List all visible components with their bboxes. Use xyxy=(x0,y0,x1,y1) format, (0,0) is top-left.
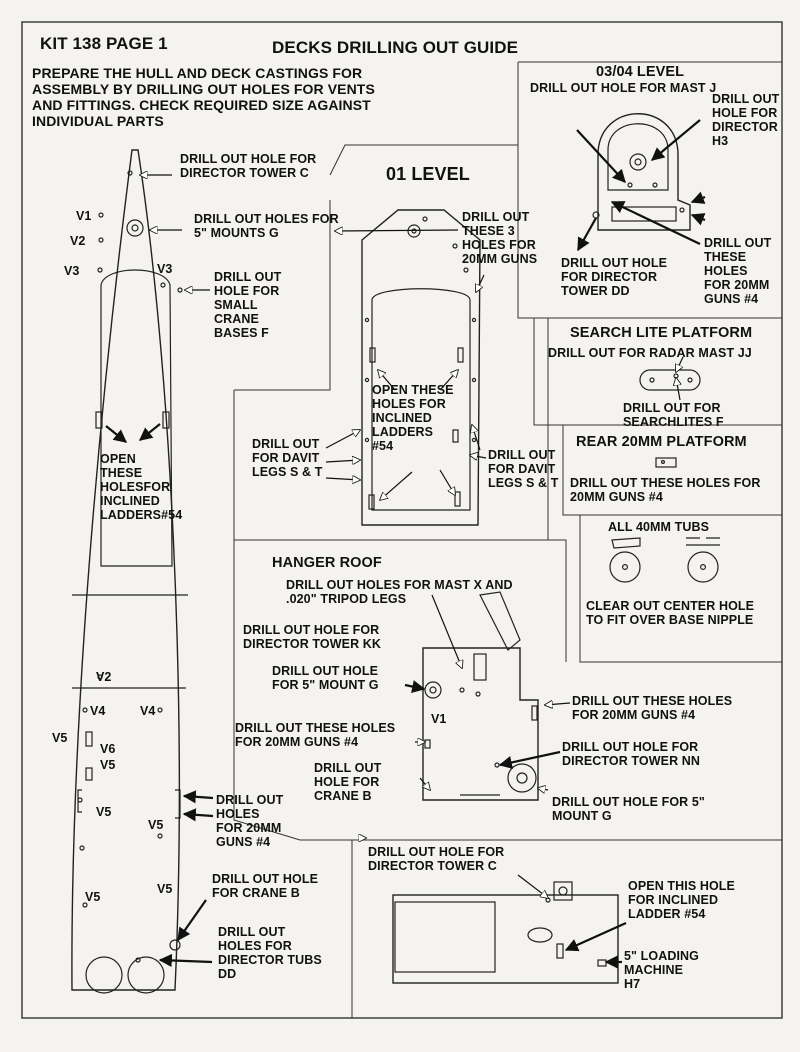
hanger-20mm-right-note: DRILL OUT THESE HOLES FOR 20MM GUNS #4 xyxy=(572,694,733,722)
leader-arrows xyxy=(105,119,706,969)
vent-label-v5c: V5 xyxy=(96,805,112,819)
hanger-crane-b-note: DRILL OUT HOLE FOR CRANE B xyxy=(314,761,382,803)
tubs-40mm-title: ALL 40MM TUBS xyxy=(608,520,710,534)
rear-20mm-note: DRILL OUT THESE HOLES FOR 20MM GUNS #4 xyxy=(570,476,761,504)
search-lite-platform xyxy=(639,369,701,391)
hanger-mast-x-note: DRILL OUT HOLES FOR MAST X AND .020" TRI… xyxy=(286,578,513,606)
kit-page-label: KIT 138 PAGE 1 xyxy=(40,34,168,53)
vent-label-v5b: V5 xyxy=(100,758,116,772)
main-ladder-note: OPEN THESE HOLESFOR INCLINED LADDERS#54 xyxy=(100,452,183,522)
level-01-davit-right: DRILL OUT FOR DAVIT LEGS S & T xyxy=(488,448,559,490)
main-mounts-g-note: DRILL OUT HOLES FOR 5" MOUNTS G xyxy=(194,212,339,240)
main-crane-bases-note: DRILL OUT HOLE FOR SMALL CRANE BASES F xyxy=(214,270,282,340)
vent-label-v6: V6 xyxy=(100,742,116,756)
intro-text: PREPARE THE HULL AND DECK CASTINGS FOR A… xyxy=(32,65,375,129)
rear-20mm-title: REAR 20MM PLATFORM xyxy=(576,434,747,450)
vent-label-v5d: V5 xyxy=(148,818,164,832)
level-0304-mast-j-note: DRILL OUT HOLE FOR MAST J xyxy=(530,81,717,95)
vent-label-v5e: V5 xyxy=(157,882,173,896)
vent-label-v5: V5 xyxy=(52,731,68,745)
search-lite-searchlites-note: DRILL OUT FOR SEARCHLITES F xyxy=(623,401,724,429)
vent-label-v3b: V3 xyxy=(157,262,173,276)
level-0304-director-h3-note: DRILL OUT HOLE FOR DIRECTOR H3 xyxy=(712,92,780,148)
level-0304-title: 03/04 LEVEL xyxy=(596,64,685,80)
page-title: DECKS DRILLING OUT GUIDE xyxy=(272,38,519,57)
level-01-deck xyxy=(361,209,481,526)
level-0304-deck xyxy=(592,113,691,231)
level-0304-director-dd-note: DRILL OUT HOLE FOR DIRECTOR TOWER DD xyxy=(561,256,668,298)
main-director-c-note: DRILL OUT HOLE FOR DIRECTOR TOWER C xyxy=(180,152,317,180)
hanger-20mm-left-note: DRILL OUT THESE HOLES FOR 20MM GUNS #4 xyxy=(235,721,396,749)
hanger-mount-g-left-note: DRILL OUT HOLE FOR 5" MOUNT G xyxy=(272,664,379,692)
hanger-mount-g-right-note: DRILL OUT HOLE FOR 5" MOUNT G xyxy=(552,795,705,823)
level-01-20mm-note: DRILL OUT THESE 3 HOLES FOR 20MM GUNS xyxy=(462,210,538,266)
vent-label-v3: V3 xyxy=(64,264,80,278)
vent-label-v2: V2 xyxy=(70,234,86,248)
search-lite-title: SEARCH LITE PLATFORM xyxy=(570,325,753,341)
bottom-deck xyxy=(392,881,619,984)
hanger-director-nn-note: DRILL OUT HOLE FOR DIRECTOR TOWER NN xyxy=(562,740,701,768)
vent-label-v4b: V4 xyxy=(140,704,156,718)
hanger-director-kk-note: DRILL OUT HOLE FOR DIRECTOR TOWER KK xyxy=(243,623,382,651)
rear-20mm-platform xyxy=(655,457,677,468)
hanger-v1-label: V1 xyxy=(431,712,447,726)
tubs-40mm-note: CLEAR OUT CENTER HOLE TO FIT OVER BASE N… xyxy=(586,599,755,627)
page-border xyxy=(21,21,783,1019)
vent-label-v1: V1 xyxy=(76,209,92,223)
level-01-davit-left: DRILL OUT FOR DAVIT LEGS S & T xyxy=(252,437,323,479)
bottom-director-c-note: DRILL OUT HOLE FOR DIRECTOR TOWER C xyxy=(368,845,505,873)
bottom-loading-machine-note: 5" LOADING MACHINE H7 xyxy=(624,949,699,991)
hanger-roof-title: HANGER ROOF xyxy=(272,555,382,571)
panel-lines xyxy=(233,61,782,1018)
level-01-ladder-note: OPEN THESE HOLES FOR INCLINED LADDERS #5… xyxy=(372,383,454,453)
vent-label-v4: V4 xyxy=(90,704,106,718)
vent-label-v2b: V2 xyxy=(96,670,112,684)
bottom-ladder-note: OPEN THIS HOLE FOR INCLINED LADDER #54 xyxy=(628,879,735,921)
search-lite-radar-note: DRILL OUT FOR RADAR MAST JJ xyxy=(548,346,752,360)
main-director-tubs-note: DRILL OUT HOLES FOR DIRECTOR TUBS DD xyxy=(218,925,322,981)
hanger-roof-deck xyxy=(422,591,539,801)
main-20mm-note: DRILL OUT HOLES FOR 20MM GUNS #4 xyxy=(216,793,284,849)
level-01-title: 01 LEVEL xyxy=(386,164,470,184)
open-arrows xyxy=(140,175,684,898)
main-crane-b-note: DRILL OUT HOLE FOR CRANE B xyxy=(212,872,319,900)
main-hull xyxy=(71,149,188,994)
tubs-40mm xyxy=(609,537,720,583)
level-0304-20mm-note: DRILL OUT THESE HOLES FOR 20MM GUNS #4 xyxy=(704,236,772,306)
vent-label-v5f: V5 xyxy=(85,890,101,904)
